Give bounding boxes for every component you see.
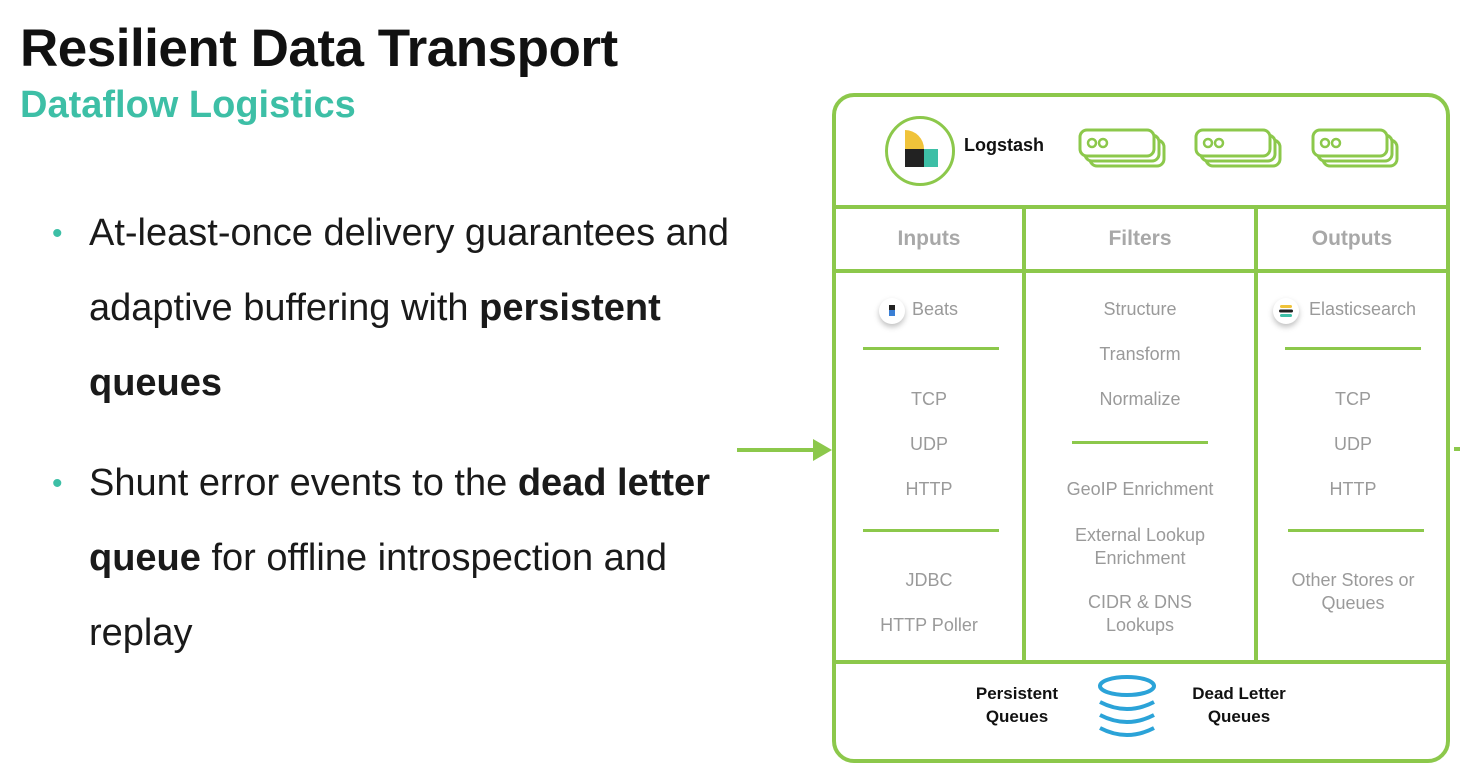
output-udp-label: UDP — [1333, 434, 1372, 454]
bullet-bold: dead letter queue — [89, 462, 710, 579]
outputs-separator — [1285, 347, 1421, 350]
server-stack-icon — [1194, 128, 1282, 168]
input-beats-label: Beats — [912, 299, 959, 319]
filters-separator — [1072, 441, 1208, 444]
logstash-logo-icon — [885, 116, 955, 186]
filter-normalize-label: Normalize — [1099, 389, 1181, 409]
bullet-dot: • — [52, 467, 63, 500]
bullet-item: • At-least-once delivery guarantees and … — [50, 196, 750, 421]
server-stack-icon — [1311, 128, 1399, 168]
server-stack-icon — [1078, 128, 1166, 168]
queues-divider — [834, 660, 1446, 664]
output-arrow-stub — [1454, 447, 1460, 451]
bullet-item: • Shunt error events to the dead letter … — [50, 446, 750, 671]
outputs-separator — [1288, 529, 1424, 532]
bullet-text: for offline introspection and replay — [89, 537, 668, 654]
persistent-queues-label: Persistent Queues — [975, 684, 1059, 726]
column-divider — [1254, 207, 1258, 662]
bullet-list: • At-least-once delivery guarantees and … — [50, 196, 750, 696]
output-other-label: Other Stores or Queues — [1291, 570, 1415, 613]
filter-transform-label: Transform — [1099, 344, 1181, 364]
diagram-frame — [832, 93, 1450, 763]
inputs-separator — [863, 529, 999, 532]
bullet-dot: • — [52, 217, 63, 250]
filter-external-lookup-label: External Lookup Enrichment — [1074, 525, 1206, 568]
output-elasticsearch-label: Elasticsearch — [1309, 299, 1417, 319]
input-http-label: HTTP — [905, 479, 953, 499]
product-name: Logstash — [963, 135, 1044, 155]
slide-subtitle: Dataflow Logistics — [20, 84, 356, 126]
slide-title: Resilient Data Transport — [20, 19, 618, 78]
output-http-label: HTTP — [1329, 479, 1377, 499]
arrow-right-icon — [737, 439, 832, 461]
beats-icon — [879, 298, 905, 324]
header-divider — [834, 205, 1446, 209]
column-header-filters: Filters — [1108, 227, 1172, 250]
filter-structure-label: Structure — [1103, 299, 1177, 319]
inputs-separator — [863, 347, 999, 350]
output-tcp-label: TCP — [1335, 389, 1371, 409]
column-divider — [1022, 207, 1026, 662]
dead-letter-queues-label: Dead Letter Queues — [1192, 684, 1286, 726]
input-udp-label: UDP — [909, 434, 948, 454]
database-icon — [1098, 675, 1156, 737]
input-tcp-label: TCP — [911, 389, 947, 409]
input-http-poller-label: HTTP Poller — [880, 615, 978, 635]
input-jdbc-label: JDBC — [905, 570, 953, 590]
bullet-text: At-least-once delivery guarantees and ad… — [89, 212, 730, 329]
column-header-outputs: Outputs — [1311, 227, 1393, 250]
filter-cidr-dns-label: CIDR & DNS Lookups — [1087, 592, 1192, 635]
elasticsearch-icon — [1273, 298, 1299, 324]
column-header-divider — [834, 269, 1446, 273]
bullet-bold: persistent queues — [89, 287, 661, 404]
column-header-inputs: Inputs — [897, 227, 961, 250]
bullet-text: Shunt error events to the — [89, 462, 518, 504]
filter-geoip-label: GeoIP Enrichment — [1066, 479, 1214, 499]
